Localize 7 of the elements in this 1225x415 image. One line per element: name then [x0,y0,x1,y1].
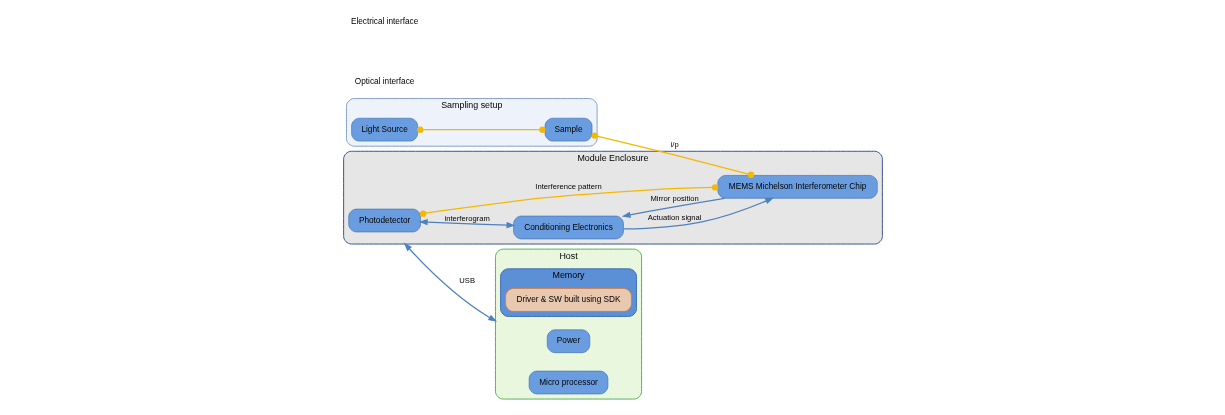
arrow [418,219,515,229]
arrow [622,197,774,230]
arrow [621,197,725,218]
arrow [403,242,497,322]
connector [419,184,718,217]
connector [591,132,754,178]
connector [416,126,546,133]
